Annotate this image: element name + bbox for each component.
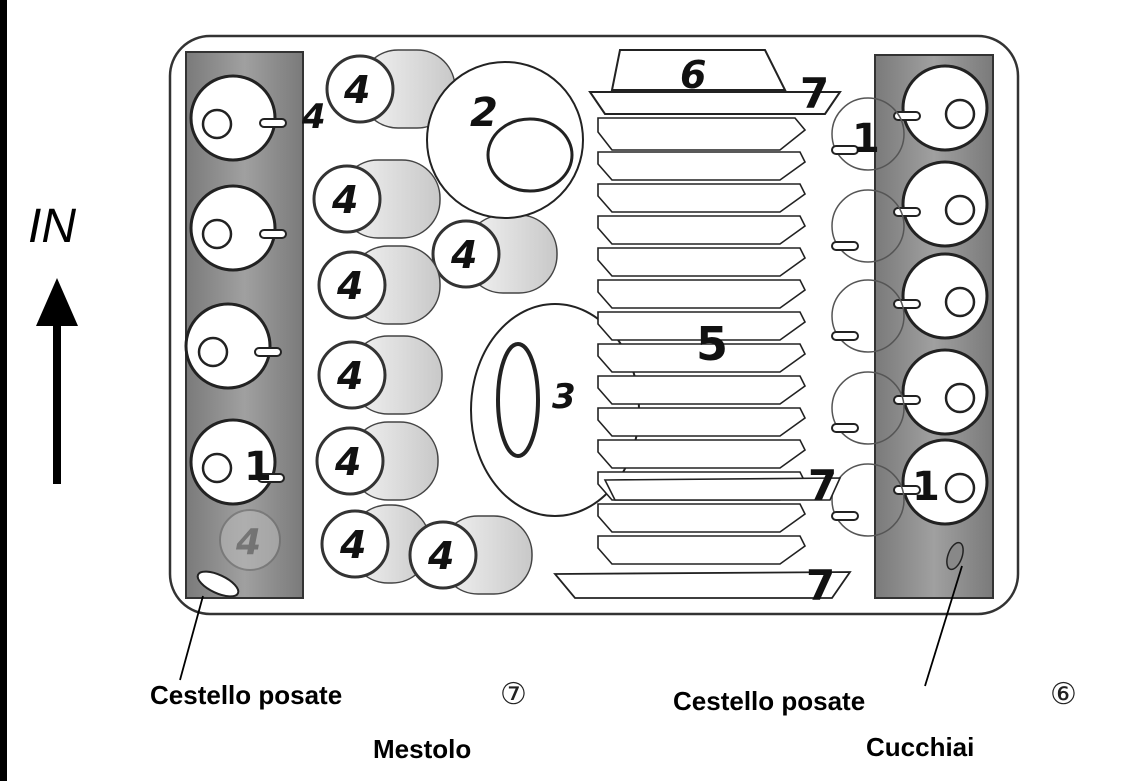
glass-label-small: 4 [301,97,326,137]
cup-handles-outer [831,145,859,521]
platter-6: 6 [588,49,842,115]
serving-7-mid: 7 [603,461,842,510]
cup-item [189,184,287,272]
serving-7-top: 7 [800,69,829,118]
glass-item: 4 [315,421,439,501]
up-arrow-head [36,278,78,326]
plate-2: 2 [426,61,584,219]
glass-item: 4 [325,49,456,129]
plate-2-label: 2 [470,90,498,136]
left-item-label: Mestolo [373,734,472,764]
right-item-label: Cucchiai [866,732,975,762]
glass-label: 4 [339,523,366,567]
glass-label: 4 [336,264,363,308]
ladle-icon [196,570,240,598]
glass-item: 4 [317,245,441,325]
cup-item [893,348,989,436]
serving-7-bottom-label: 7 [806,561,835,610]
plate-3: 3 [470,303,640,517]
serving-7-top-label: 7 [800,69,829,118]
serving-7-mid-label: 7 [808,461,837,510]
glass-label: 4 [427,534,454,578]
glass-label: 4 [450,233,477,277]
plate-3-label: 3 [552,377,576,417]
cup-item [893,64,989,152]
glass-label: 4 [235,522,261,563]
cup-item [189,74,287,162]
cups-right-group: 1 1 [831,64,989,571]
cup-label: 1 [244,444,272,490]
platter-6-label: 6 [680,53,706,97]
leader-line-left [179,595,204,681]
cup-label: 1 [852,116,880,162]
glass-item-faded: 4 [219,509,281,571]
glass-item: 4 [408,515,533,595]
left-marker: ⑦ [500,677,527,712]
serving-7-bottom: 7 [553,561,852,610]
in-label: IN [28,200,76,253]
glass-item: 4 [431,214,558,294]
glass-item: 4 [317,335,443,415]
right-basket-label: Cestello posate [673,686,866,716]
leader-line-right [924,565,963,687]
cups-left-group: 1 [184,74,287,598]
cup-label: 1 [912,464,940,510]
right-marker: ⑥ [1050,677,1077,712]
in-direction-indicator: IN [28,200,78,484]
glasses-group: 4 4 4 4 4 4 4 [219,49,558,595]
cup-outline-row [831,97,905,537]
cup-item: 1 [893,438,989,526]
glass-label: 4 [336,354,363,398]
page-left-border [0,0,7,781]
cup-item: 1 [189,418,285,506]
glass-label: 4 [331,178,358,222]
spoon-icon [946,541,964,571]
cup-item [184,302,282,390]
cup-item [893,160,989,248]
glass-item: 4 [312,159,441,239]
glass-label: 4 [343,68,370,112]
left-basket-label: Cestello posate [150,680,343,710]
plate-stack-label: 5 [696,317,728,371]
cup-item [893,252,989,340]
glass-label: 4 [334,440,361,484]
